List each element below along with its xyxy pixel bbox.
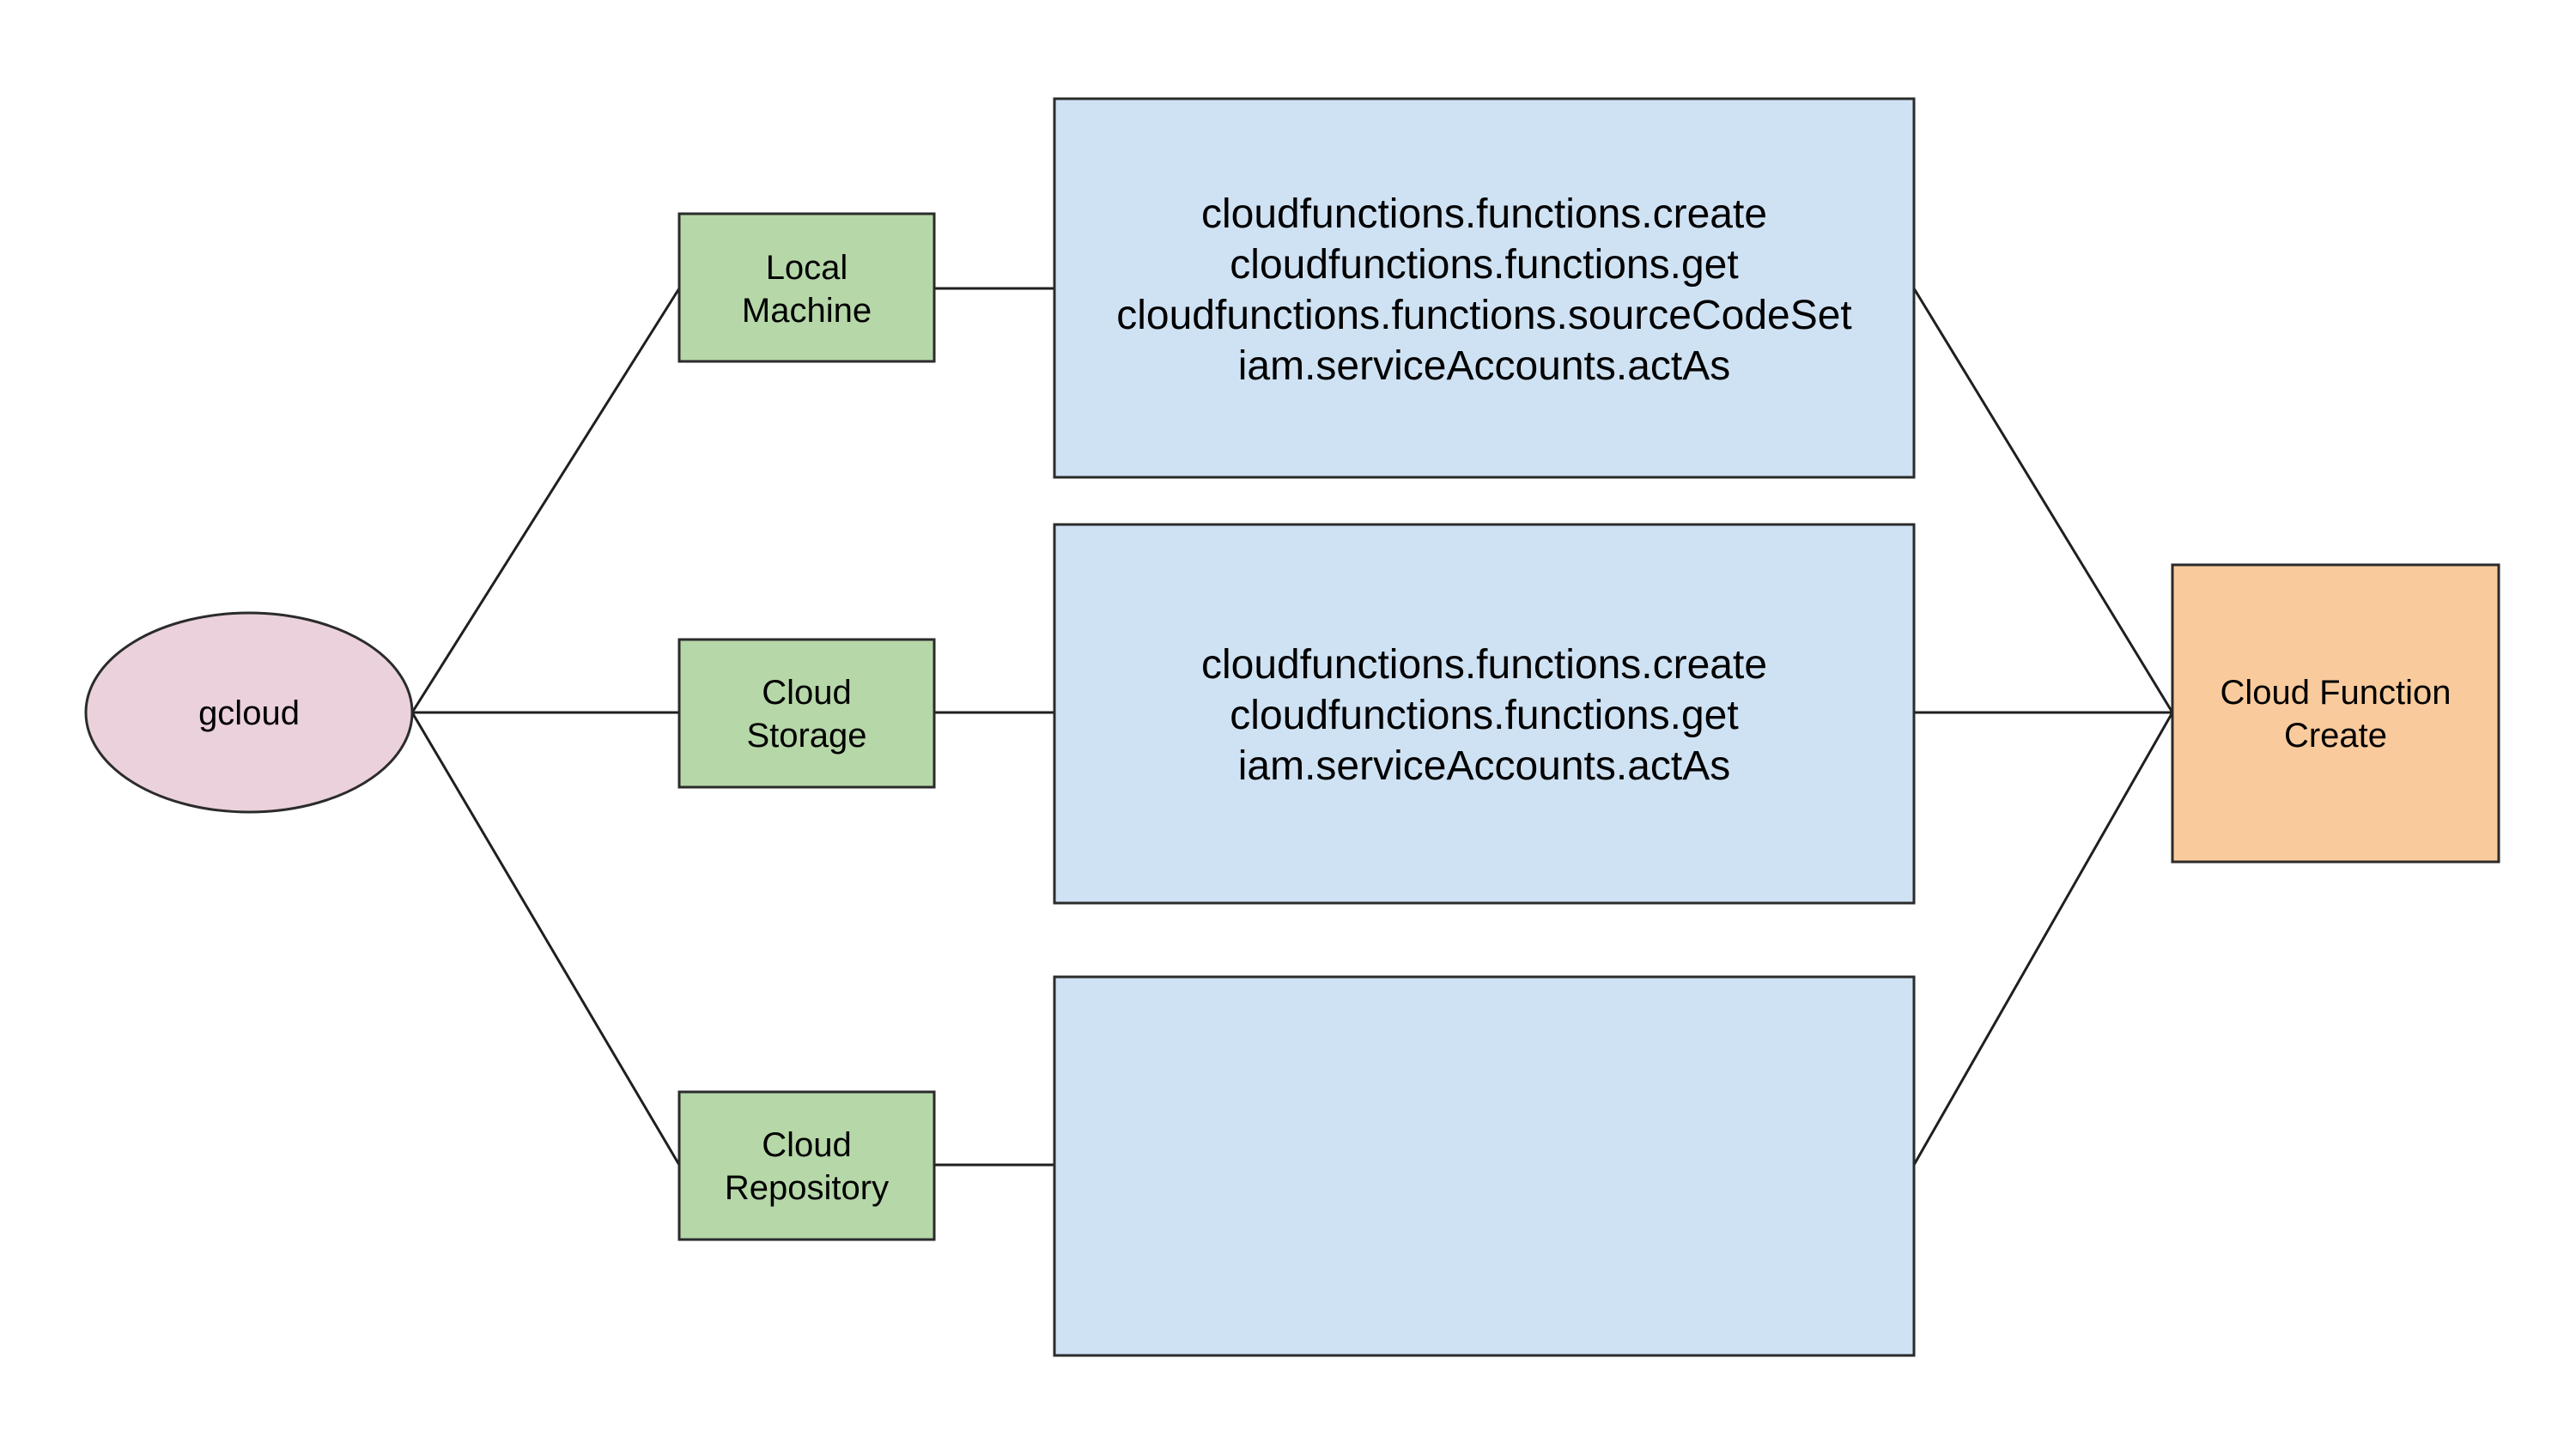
cloud-repository-node: Cloud Repository bbox=[677, 1090, 936, 1241]
permission-line: cloudfunctions.functions.sourceCodeSet bbox=[1116, 293, 1852, 338]
permission-line: cloudfunctions.functions.create bbox=[1201, 642, 1767, 688]
cloud-storage-label-line-2: Storage bbox=[746, 717, 866, 755]
cloud-repository-box bbox=[677, 1090, 936, 1241]
permissions-box-cloud-storage: cloudfunctions.functions.create cloudfun… bbox=[1053, 523, 1916, 905]
gcloud-label: gcloud bbox=[198, 694, 300, 732]
cloud-function-create-label-line-1: Cloud Function bbox=[2220, 674, 2451, 712]
cloud-storage-label-line-1: Cloud bbox=[762, 674, 852, 712]
cloud-repository-label-line-1: Cloud bbox=[762, 1126, 852, 1164]
connector-gcloud-local-machine bbox=[410, 288, 681, 713]
local-machine-node: Local Machine bbox=[677, 212, 936, 363]
gcloud-ellipse bbox=[84, 611, 414, 814]
local-machine-label-line-1: Local bbox=[766, 249, 848, 287]
cloud-function-create-node: Cloud Function Create bbox=[2171, 563, 2500, 864]
permissions-box-3 bbox=[1053, 975, 1916, 1357]
connector-permissions-3-target bbox=[1912, 712, 2174, 1166]
permission-line: iam.serviceAccounts.actAs bbox=[1238, 743, 1731, 789]
cloud-function-create-box bbox=[2171, 563, 2500, 864]
permission-line: iam.serviceAccounts.actAs bbox=[1238, 343, 1731, 389]
cloud-function-create-label-line-2: Create bbox=[2284, 717, 2387, 755]
permissions-box-1 bbox=[1053, 97, 1916, 479]
local-machine-box bbox=[677, 212, 936, 363]
cloud-repository-label-line-2: Repository bbox=[725, 1169, 889, 1207]
gcloud-node: gcloud bbox=[84, 611, 414, 814]
permissions-box-2 bbox=[1053, 523, 1916, 905]
cloud-storage-node: Cloud Storage bbox=[677, 638, 936, 789]
permission-line: cloudfunctions.functions.get bbox=[1230, 693, 1738, 738]
permission-line: cloudfunctions.functions.create bbox=[1201, 191, 1767, 237]
permissions-box-local-machine: cloudfunctions.functions.create cloudfun… bbox=[1053, 97, 1916, 479]
local-machine-label-line-2: Machine bbox=[742, 292, 872, 330]
permission-line: cloudfunctions.functions.get bbox=[1230, 242, 1738, 288]
permissions-box-cloud-repository bbox=[1053, 975, 1916, 1357]
cloud-storage-box bbox=[677, 638, 936, 789]
connector-gcloud-cloud-repository bbox=[410, 712, 681, 1166]
connector-permissions-1-target bbox=[1912, 288, 2174, 713]
